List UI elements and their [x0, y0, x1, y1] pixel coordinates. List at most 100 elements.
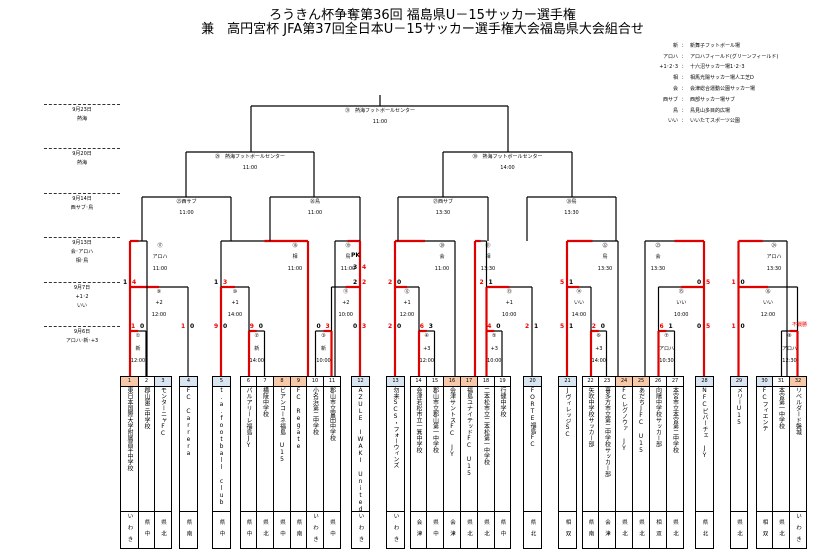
r1-score-left: 4 [487, 323, 492, 330]
team-name: 会津サントスFC JY [448, 387, 456, 458]
r1-score-right: 0 [140, 323, 145, 330]
team-name: AZULE IWAKI United [357, 387, 364, 513]
sf-game-number: ㉙ [214, 154, 220, 160]
final-title: ㉛ 熱海フットボールセンター [320, 108, 440, 114]
r1-score-left: 6 [419, 323, 424, 330]
r1-time: 10:30 [659, 358, 674, 364]
team-name: 郡山市立富田中学校 [328, 387, 336, 441]
r1-venue: 新 [320, 346, 326, 352]
team-region: 県北 [524, 511, 541, 548]
r2-time: 14:00 [227, 312, 243, 318]
team-number: 31 [773, 377, 789, 387]
r2-game-number: ⑪ [343, 289, 349, 295]
team-name: 郡山市立郡山第一中学校 [431, 387, 439, 453]
team-region: いわき [387, 511, 404, 548]
r1-game-number: ⑥ [596, 333, 601, 339]
team-name: 向陽中学校サッカー部 [654, 387, 662, 447]
team-name: あだちJFC U15 [637, 387, 645, 454]
r1-score-left: 2 [591, 323, 596, 330]
team-region: 県北 [155, 511, 171, 548]
r16-score-left: 2 [479, 279, 484, 286]
r2-game-number: ⑩ [232, 289, 238, 295]
legend-venue: 会津総合運動公園サッカー場 [690, 86, 756, 93]
qf-time: 13:30 [435, 210, 451, 216]
legend-sep: ： [681, 96, 687, 103]
r16-score-left: 2 [353, 279, 358, 286]
r1-score-left: 1 [131, 323, 136, 330]
pk-score-left: 3 [353, 264, 358, 271]
r2-time: 10:00 [502, 312, 517, 318]
schedule-day: 9月20日熱海 [44, 148, 120, 168]
team-name: モンターニャFC [159, 387, 167, 437]
r16-venue: 相 [292, 254, 298, 260]
team-name: メリーU15 [735, 387, 743, 426]
r16-score-right: 2 [362, 279, 367, 286]
r2-score-right: 5 [706, 323, 711, 330]
team-number: 22 [583, 377, 598, 387]
legend-venue: 新舞子フットボール場 [690, 42, 741, 49]
r16-score-right: 3 [223, 279, 228, 286]
team-name: リベルダード磐城 [794, 387, 802, 435]
r16-game-number: ㉔ [771, 243, 777, 249]
team-region: 県中 [324, 511, 340, 548]
team-name: 勿来SCS・フォーウィンズ [392, 387, 399, 468]
r1-venue: 新 [254, 346, 260, 352]
r2-time: 10:00 [338, 312, 353, 318]
r1-game-number: ⑦ [664, 333, 669, 339]
r16-time: 11:00 [340, 266, 356, 272]
team-region: 県北 [633, 511, 649, 548]
team-number: 30 [757, 377, 772, 387]
title-line-2: 兼 高円宮杯 JFA第37回全日本U－15サッカー選手権大会福島県大会組合せ [201, 22, 644, 37]
legend-row: アロハ：アロハフィールド(グリーンフィールド) [640, 51, 833, 62]
legend-abbr: いい [667, 118, 678, 125]
schedule-venue: 相･鳥 [75, 258, 89, 264]
r16-score-left: 1 [123, 279, 128, 286]
qf-label: ㉘鳥 [566, 199, 577, 205]
r2-game-number: ⑬ [506, 289, 512, 295]
r1-score-left: 6 [659, 323, 664, 330]
schedule-day: 9月6日アロハ･新･+3 [44, 326, 120, 346]
r16-venue: 鳥 [345, 254, 351, 260]
legend-venue: 西部サッカー場サブ [690, 96, 736, 103]
r1-score-right: 0 [258, 323, 263, 330]
r2-score-left: 0 [353, 323, 358, 330]
team-region: 相双 [757, 511, 772, 548]
team-number: 7 [257, 377, 273, 387]
r2-score-right: 0 [397, 323, 402, 330]
sf-time: 11:00 [242, 165, 258, 171]
team-name: 東日本国際大学附属昌平中学校 [126, 387, 133, 471]
r1-venue: +3 [595, 346, 603, 352]
team-number: 32 [790, 377, 806, 387]
r16-venue: アロハ [766, 254, 782, 260]
r2-venue: いい [676, 300, 687, 306]
legend-abbr: 相 [672, 75, 678, 82]
team-name: FCフィエンテ [761, 387, 768, 431]
team-number: 3 [155, 377, 171, 387]
legend-venue: 相馬光陽サッカー場人工芝D [690, 75, 754, 82]
r2-time: 12:00 [399, 312, 415, 318]
team-region: 県中 [427, 511, 443, 548]
r2-venue: +2 [155, 300, 163, 306]
r16-time: 13:30 [597, 266, 613, 272]
pk-score-right: 4 [362, 264, 367, 271]
schedule-date: 9月7日 [73, 285, 91, 291]
r2-score-right: 0 [740, 323, 745, 330]
team-name: 小名浜第二中学校 [311, 387, 319, 435]
team-region: 会津 [444, 511, 460, 548]
r16-score-left: 2 [388, 279, 393, 286]
team-region: 会津 [411, 511, 426, 548]
team-region: 県中 [241, 511, 256, 548]
r16-game-number: ⑱ [292, 243, 298, 249]
